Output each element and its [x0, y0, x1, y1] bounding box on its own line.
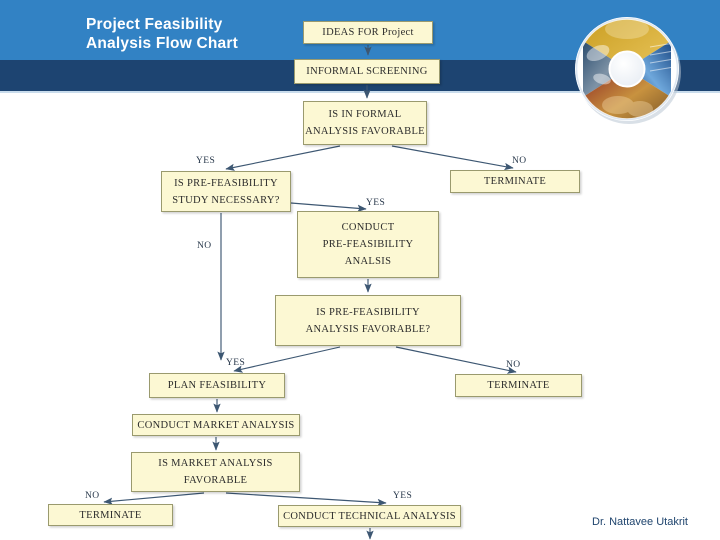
arrow-formal-to-terminate1: [391, 145, 514, 171]
flow-node-formal_q[interactable]: IS IN FORMAL ANALYSIS FAVORABLE: [303, 101, 427, 145]
flow-node-prefeas_fav_q[interactable]: IS PRE-FEASIBILITY ANALYSIS FAVORABLE?: [275, 295, 461, 346]
author-credit: Dr. Nattavee Utakrit: [592, 516, 688, 528]
arrow-prefav-to-plan: [233, 346, 341, 373]
circular-photo-collage-badge-icon: [570, 13, 688, 131]
flow-node-conduct_pre[interactable]: CONDUCT PRE-FEASIBILITY ANALSIS: [297, 211, 439, 278]
flow-node-informal[interactable]: INFORMAL SCREENING: [294, 59, 440, 84]
flow-node-tech_an[interactable]: CONDUCT TECHNICAL ANALYSIS: [278, 505, 461, 527]
edge-label-no_formal: NO: [512, 156, 527, 166]
flow-node-plan_feas[interactable]: PLAN FEASIBILITY: [149, 373, 285, 398]
edge-label-no_prefeas: NO: [197, 241, 212, 251]
edge-label-no_prefav: NO: [506, 360, 521, 370]
edge-label-yes_prefeas: YES: [366, 198, 386, 208]
edge-label-yes_market: YES: [393, 491, 413, 501]
edge-label-no_market: NO: [85, 491, 100, 501]
edge-label-yes_formal: YES: [196, 156, 216, 166]
flow-node-terminate_1[interactable]: TERMINATE: [450, 170, 580, 193]
edge-label-yes_prefav: YES: [226, 358, 246, 368]
arrow-prefeasq-to-conduct: [290, 202, 367, 212]
flow-node-market_an[interactable]: CONDUCT MARKET ANALYSIS: [132, 414, 300, 436]
flow-node-market_q[interactable]: IS MARKET ANALYSIS FAVORABLE: [131, 452, 300, 492]
arrow-marketq-to-tech: [225, 492, 387, 507]
page-title: Project Feasibility Analysis Flow Chart: [86, 16, 238, 52]
flow-node-prefeas_q[interactable]: IS PRE-FEASIBILITY STUDY NECESSARY?: [161, 171, 291, 212]
flow-node-ideas[interactable]: IDEAS FOR Project: [303, 21, 433, 44]
arrow-formal-to-prefeasq: [225, 145, 341, 171]
arrow-marketq-to-terminate3: [103, 492, 205, 505]
arrow-prefav-to-terminate2: [395, 346, 517, 374]
flow-node-terminate_3[interactable]: TERMINATE: [48, 504, 173, 526]
header-band-hairline: [0, 91, 720, 93]
flow-node-terminate_2[interactable]: TERMINATE: [455, 374, 582, 397]
